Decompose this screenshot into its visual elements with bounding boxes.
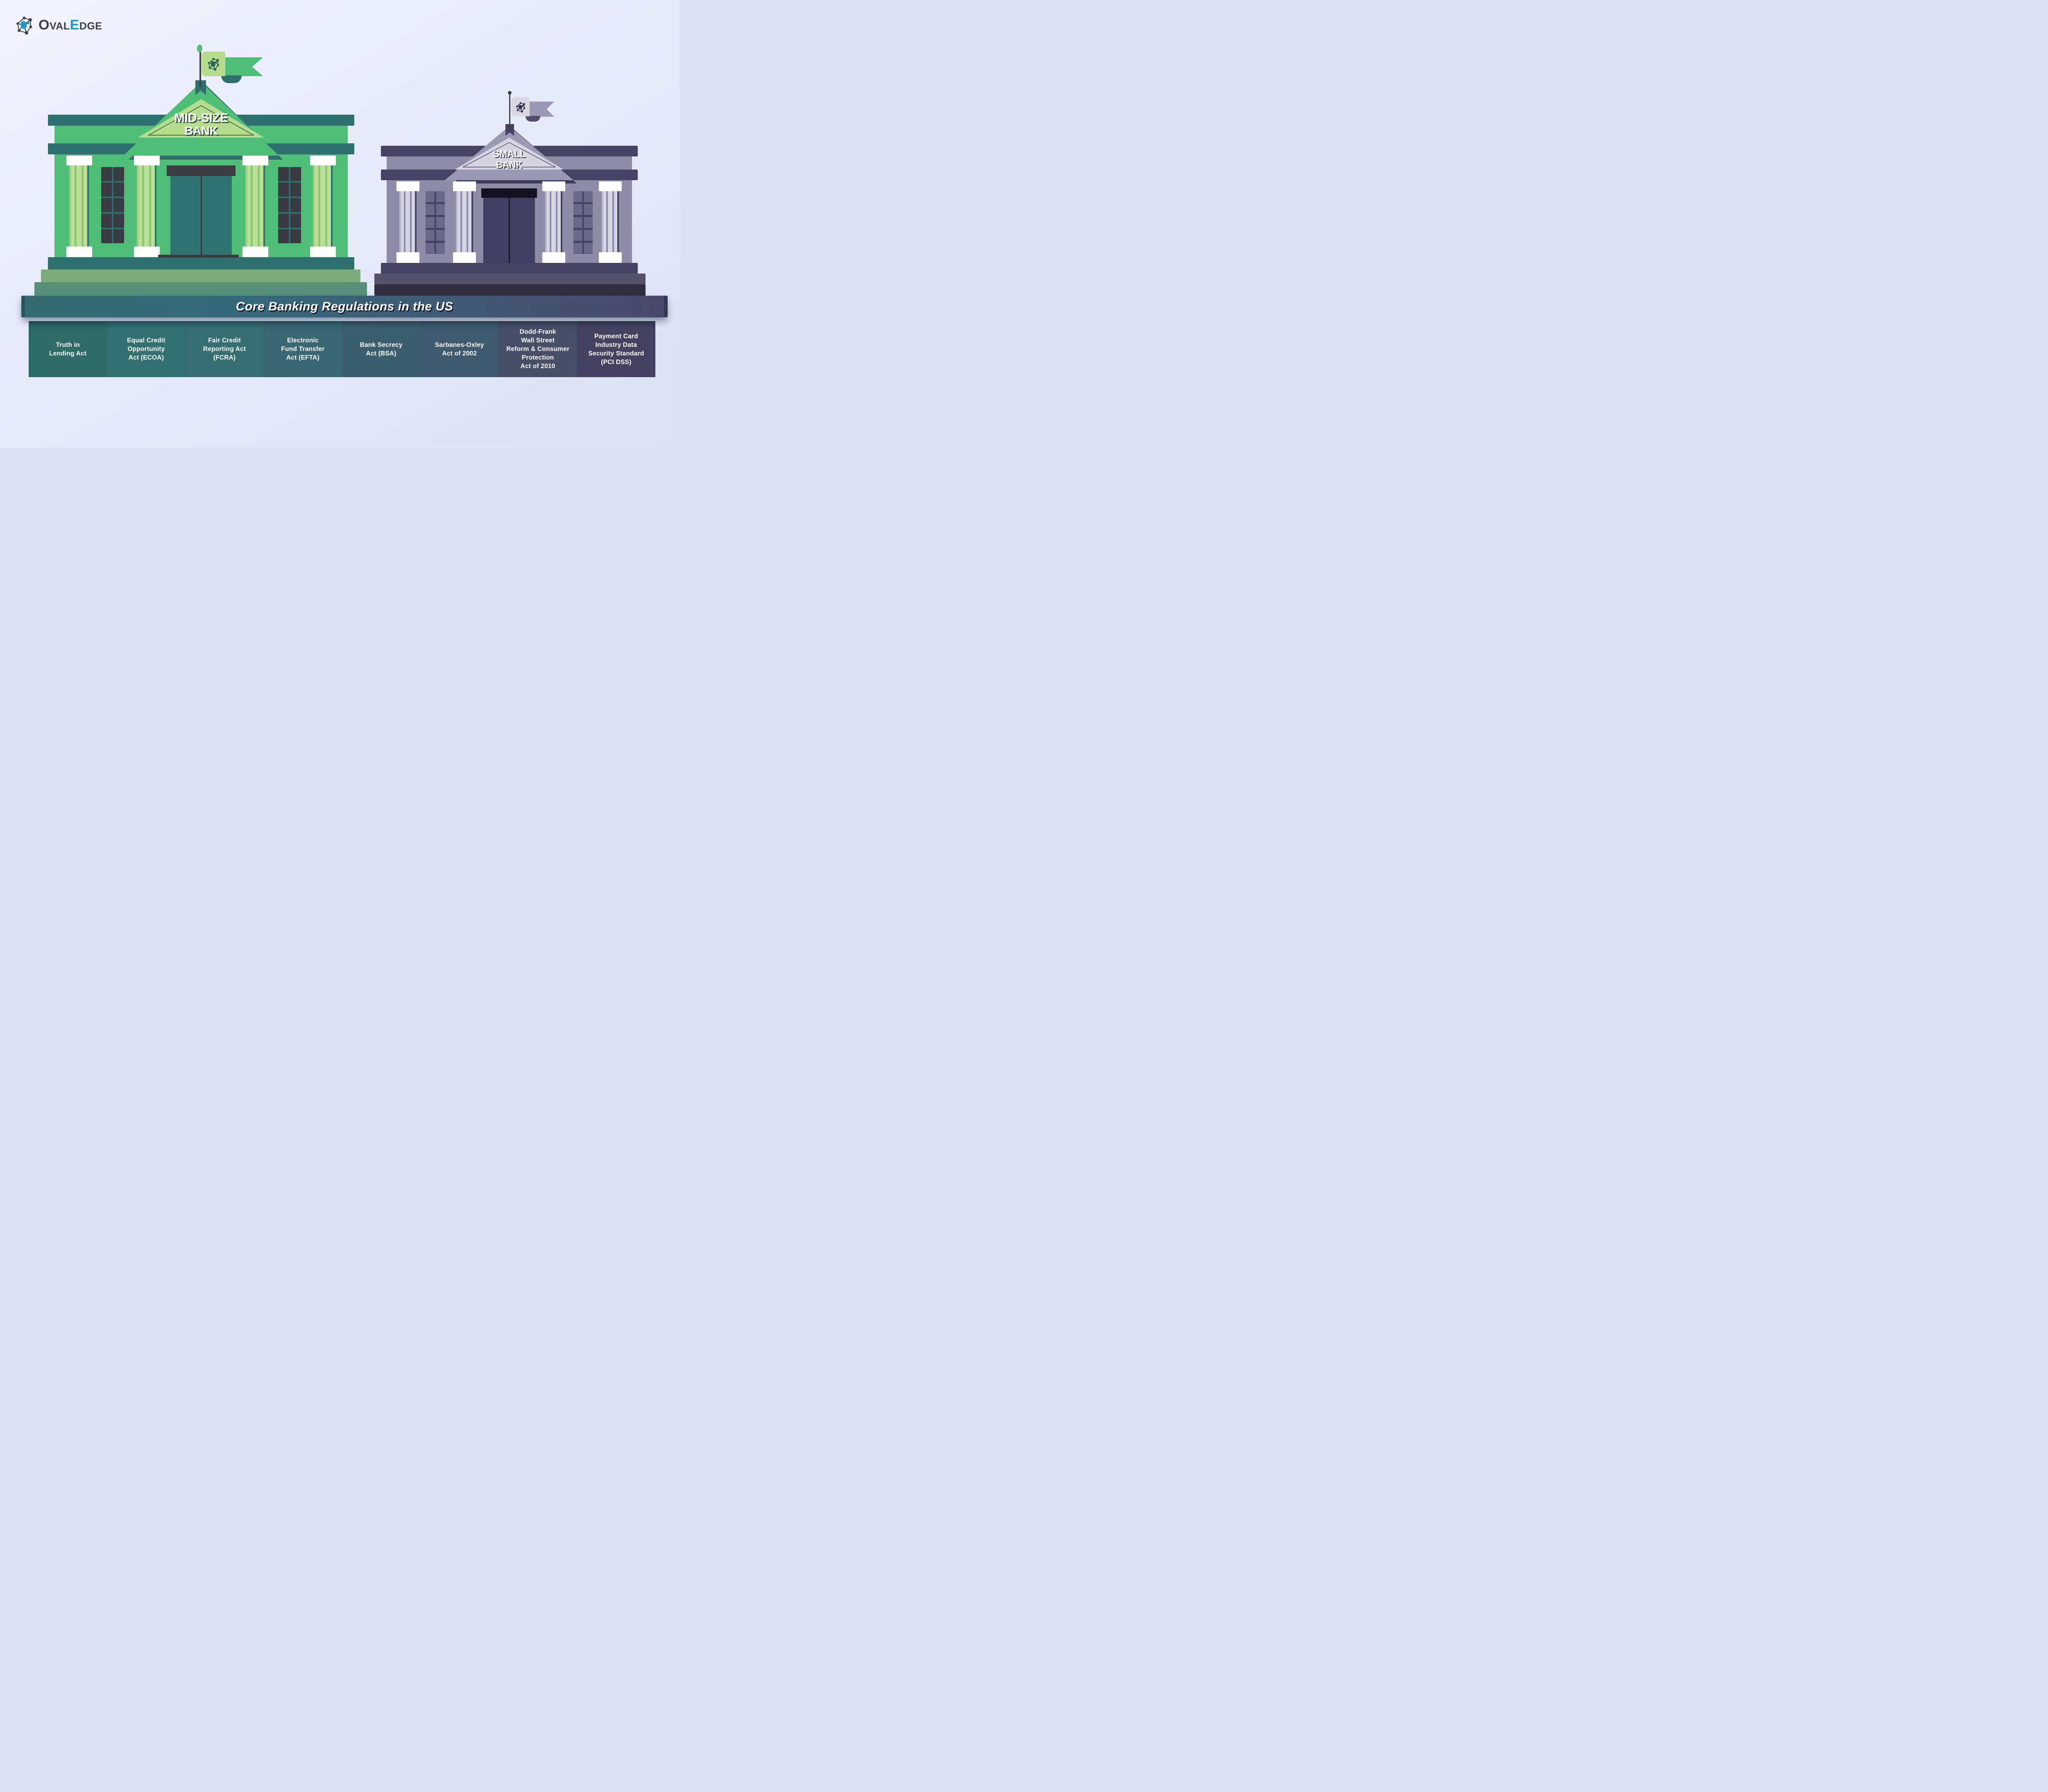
small-bank-window xyxy=(573,191,593,254)
brand-letters: DGE xyxy=(79,20,102,32)
small-bank-name-line2: BANK xyxy=(496,159,523,170)
mid-bank-window xyxy=(278,167,301,243)
small-bank-name-line2-shadow: BANK xyxy=(497,160,523,171)
small-bank-column xyxy=(396,181,419,263)
brand-letters: VAL xyxy=(49,20,70,32)
infographic-canvas: OVALEDGE xyxy=(0,0,680,448)
small-bank-pediment: SMALL SMALL BANK BANK xyxy=(445,126,577,183)
regulations-strip: Truth in Lending Act Equal Credit Opport… xyxy=(29,321,655,377)
small-bank-column xyxy=(542,181,565,263)
regulation-label: Sarbanes-Oxley Act of 2002 xyxy=(435,341,484,357)
regulation-cell: Fair Credit Reporting Act (FCRA) xyxy=(185,321,264,377)
mid-bank-name-line1: MID-SIZE xyxy=(174,111,228,125)
mid-bank-flag-finial xyxy=(197,45,202,52)
regulation-label: Dodd-Frank Wall Street Reform & Consumer… xyxy=(506,328,570,370)
regulation-cell: Equal Credit Opportunity Act (ECOA) xyxy=(107,321,186,377)
regulation-label: Electronic Fund Transfer Act (EFTA) xyxy=(281,337,325,361)
mid-bank-door xyxy=(170,176,232,257)
mid-bank-flag-pole xyxy=(199,48,201,87)
small-bank-column xyxy=(599,181,622,263)
small-bank-tympanum-outline xyxy=(462,142,556,167)
regulation-label: Equal Credit Opportunity Act (ECOA) xyxy=(127,337,165,361)
mid-bank-name-line2-shadow: BANK xyxy=(186,126,219,139)
regulation-cell: Bank Secrecy Act (BSA) xyxy=(342,321,421,377)
small-bank-name-line1-shadow: SMALL xyxy=(494,149,526,161)
mid-bank-tympanum xyxy=(138,99,264,138)
small-bank-door xyxy=(483,198,535,263)
small-bank-plinth xyxy=(381,263,638,274)
mid-bank-flag-logo-icon xyxy=(208,58,219,71)
mid-bank-pennant xyxy=(221,57,263,76)
small-bank-step-upper xyxy=(374,274,646,284)
small-bank-name-line1: SMALL xyxy=(493,149,526,160)
mid-bank-column xyxy=(134,156,160,257)
small-bank-door-lintel xyxy=(481,188,537,198)
regulation-label: Fair Credit Reporting Act (FCRA) xyxy=(203,337,246,361)
regulation-label: Payment Card Industry Data Security Stan… xyxy=(588,333,644,366)
brand-header: OVALEDGE xyxy=(15,15,102,35)
mid-bank-plinth xyxy=(48,257,354,269)
small-bank-flag-pole xyxy=(509,93,510,130)
regulation-cell: Electronic Fund Transfer Act (EFTA) xyxy=(263,321,342,377)
small-bank-pennant xyxy=(526,102,554,117)
small-bank-flag-fold xyxy=(526,116,540,122)
brand-letter: O xyxy=(39,17,50,33)
mid-bank-column xyxy=(310,156,336,257)
regulation-label: Truth in Lending Act xyxy=(49,341,87,357)
mid-bank-flag xyxy=(202,52,225,76)
mid-bank-flag-fold xyxy=(221,75,242,83)
brand-wordmark: OVALEDGE xyxy=(39,18,102,32)
mid-bank-column xyxy=(66,156,92,257)
regulation-cell: Payment Card Industry Data Security Stan… xyxy=(577,321,655,377)
mid-bank-door-sill xyxy=(158,255,239,258)
small-bank-window xyxy=(426,191,445,254)
banner-title: Core Banking Regulations in the US xyxy=(236,299,453,313)
mid-bank-door-lintel xyxy=(167,165,236,176)
mid-bank-name-line2: BANK xyxy=(184,124,218,138)
mid-bank-step-upper xyxy=(41,269,360,282)
small-bank-flag-logo-icon xyxy=(516,102,525,113)
mid-bank-name-line1-shadow: MID-SIZE xyxy=(175,112,229,126)
mid-bank-tympanum-outline xyxy=(147,105,255,136)
mid-bank-window xyxy=(101,167,124,243)
regulation-cell: Truth in Lending Act xyxy=(29,321,107,377)
small-bank-column xyxy=(453,181,476,263)
ovaledge-logo-icon xyxy=(16,16,32,35)
regulation-cell: Dodd-Frank Wall Street Reform & Consumer… xyxy=(498,321,577,377)
small-bank-flag-finial xyxy=(508,91,512,95)
regulation-cell: Sarbanes-Oxley Act of 2002 xyxy=(420,321,499,377)
small-bank-flag xyxy=(511,97,530,116)
regulation-label: Bank Secrecy Act (BSA) xyxy=(360,341,403,357)
mid-bank-pediment: MID-SIZE MID-SIZE BANK BANK xyxy=(123,82,283,160)
mid-bank-step-lower xyxy=(34,282,367,296)
small-bank-step-lower xyxy=(374,284,646,296)
mid-bank-column xyxy=(242,156,268,257)
brand-letter-accent: E xyxy=(70,17,79,33)
small-bank-tympanum xyxy=(455,138,564,170)
title-banner: Core Banking Regulations in the US xyxy=(21,296,668,317)
